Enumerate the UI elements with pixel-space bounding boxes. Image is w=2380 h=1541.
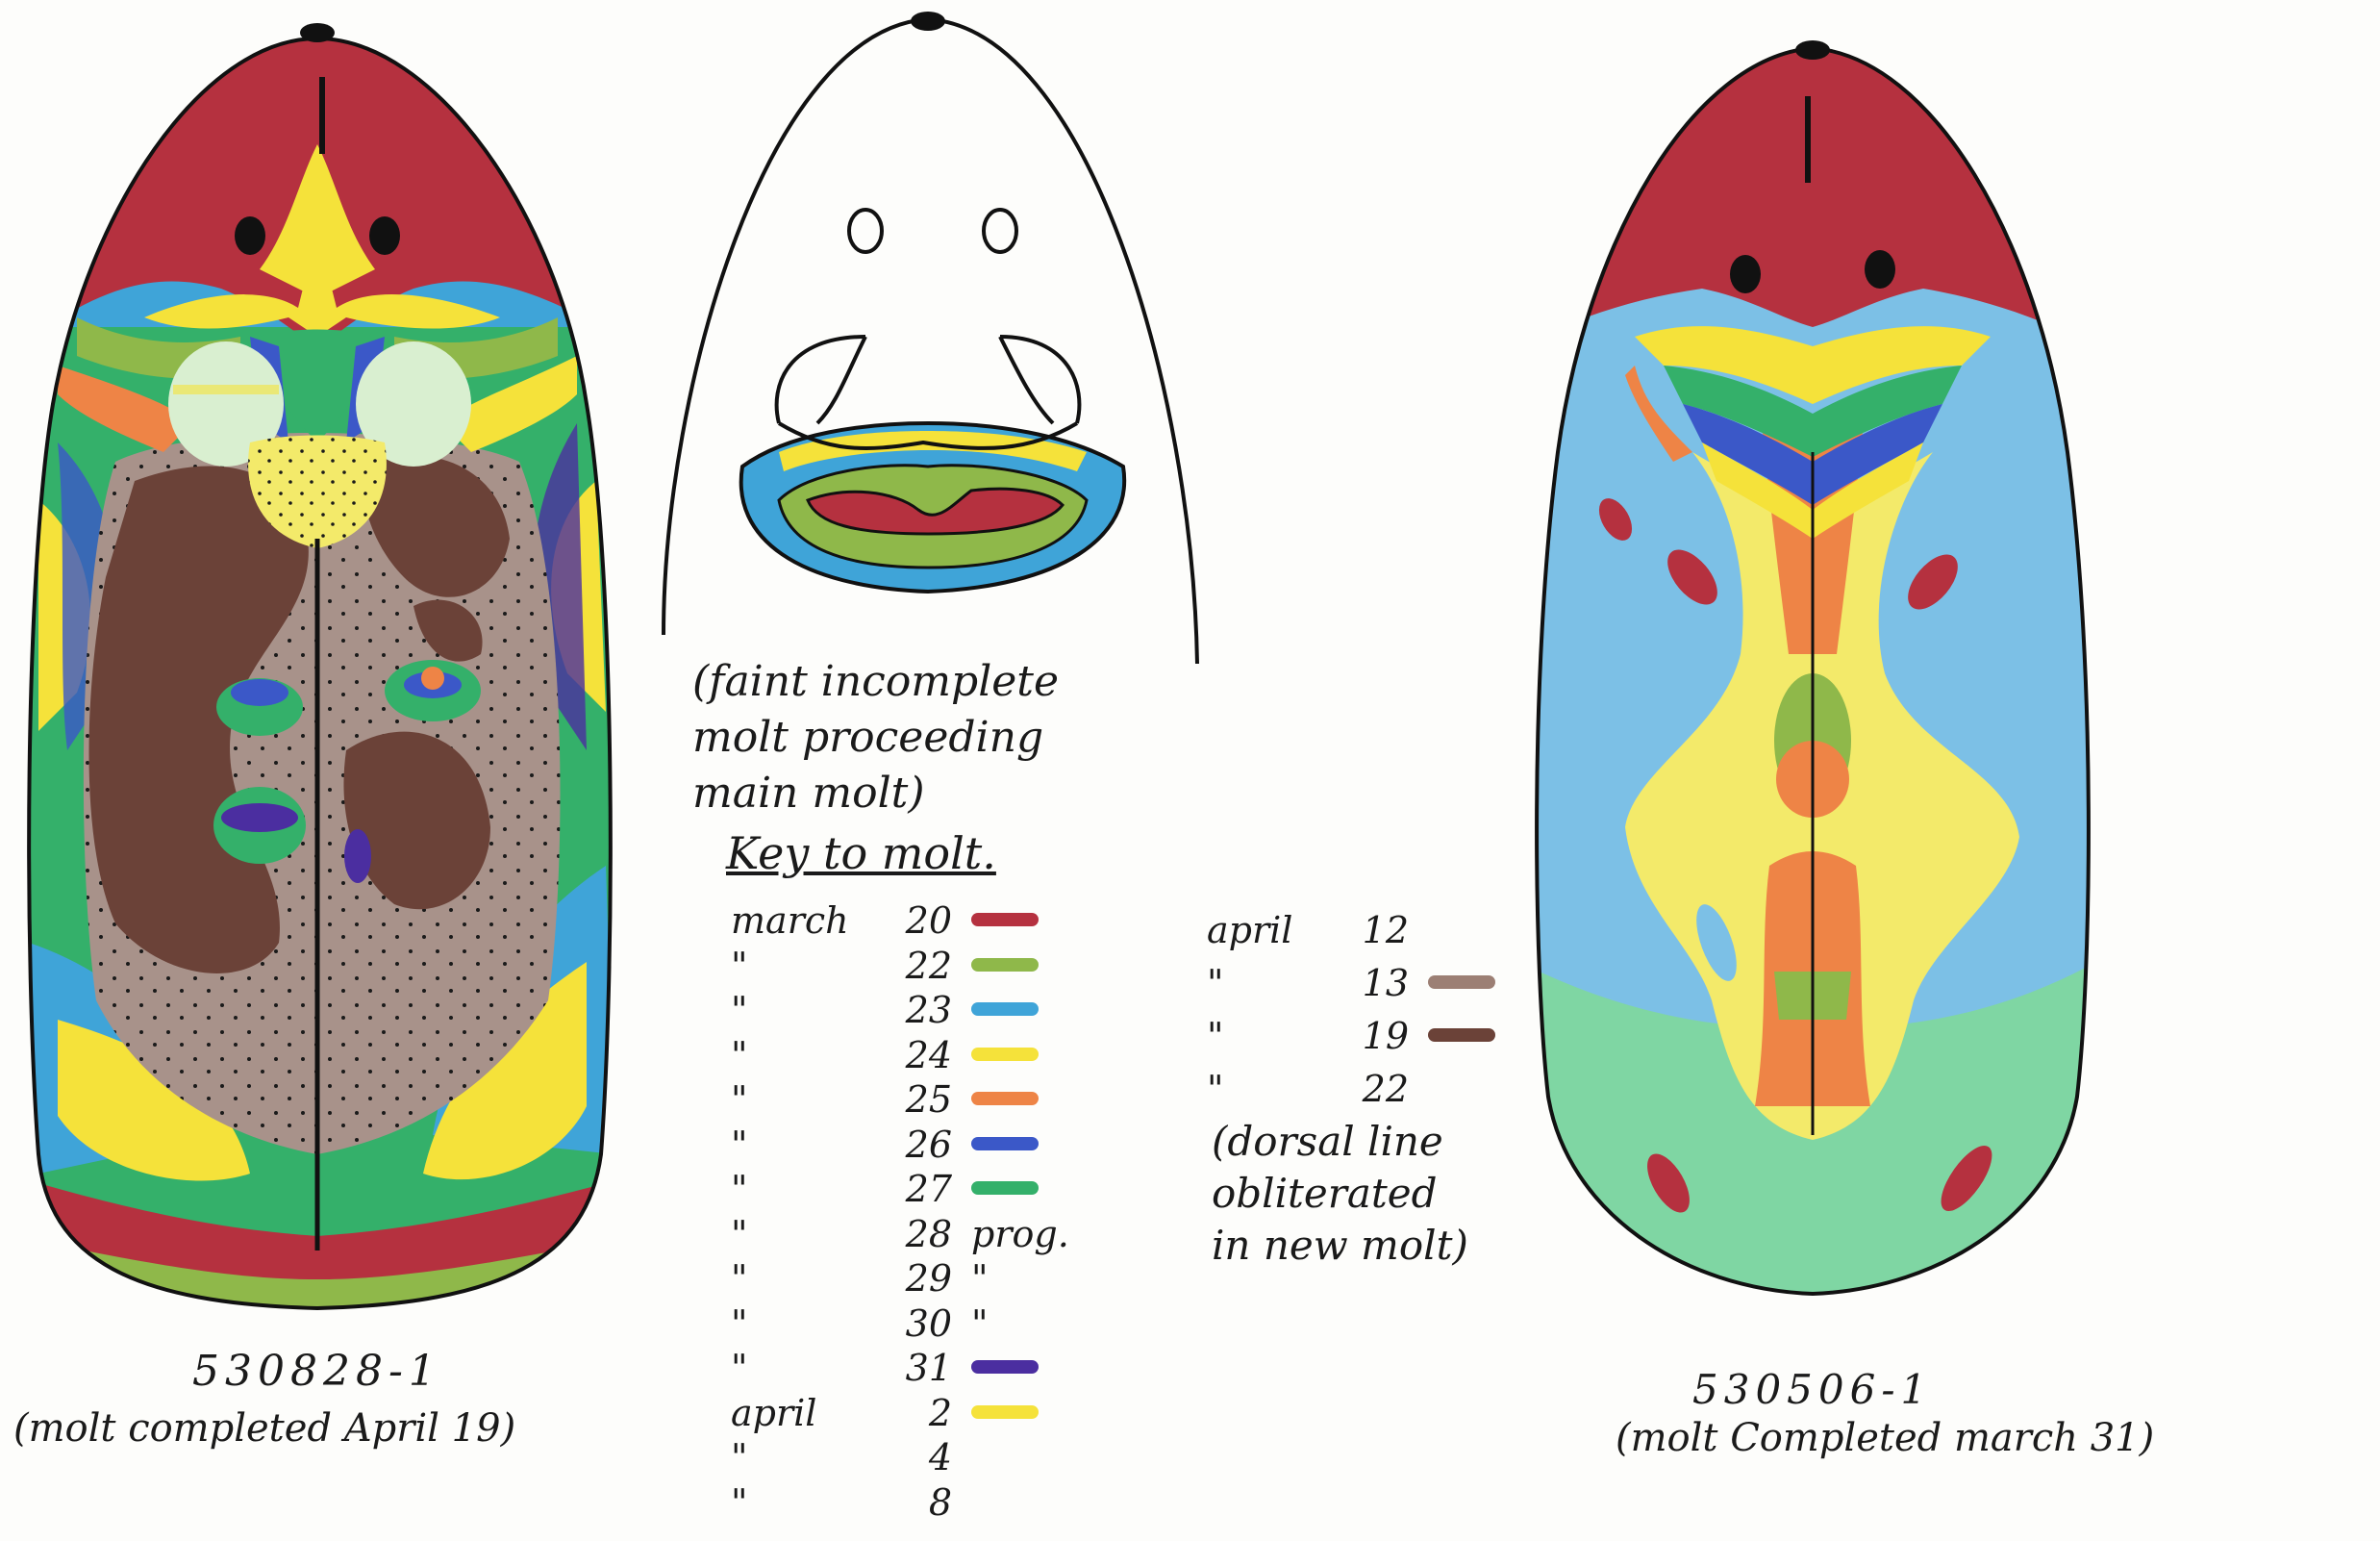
key-entry-month: april	[731, 1392, 885, 1434]
key-entry-month: "	[731, 1481, 885, 1524]
right-specimen-caption: (molt Completed march 31)	[1616, 1416, 2154, 1460]
key-entry-day: 4	[885, 1436, 952, 1478]
key-entry-day: 25	[885, 1078, 952, 1121]
key-entry-note: "	[971, 1302, 988, 1345]
key-entry-month: "	[731, 1213, 885, 1255]
key-entry-month: april	[1207, 909, 1351, 951]
key-entry-note: prog.	[971, 1213, 1069, 1255]
key-entry-day: 19	[1351, 1015, 1409, 1057]
key-entry-day: 30	[885, 1302, 952, 1345]
left-specimen-id: 530828-1	[192, 1347, 441, 1396]
key-entry-day: 22	[1351, 1068, 1409, 1110]
key-entry-month: "	[731, 945, 885, 987]
key-entry-month: "	[731, 1124, 885, 1166]
middle-note-line-3: main molt)	[692, 766, 1059, 821]
key-color-swatch	[971, 1137, 1039, 1150]
key-color-swatch	[971, 1181, 1039, 1195]
key-entry-month: "	[731, 1078, 885, 1121]
key-entry-day: 8	[885, 1481, 952, 1524]
key-color-swatch	[971, 1360, 1039, 1374]
key-entry-month: "	[731, 1168, 885, 1210]
key-entry-month: "	[731, 1436, 885, 1478]
dorsal-note-line-2: obliterated	[1212, 1168, 1468, 1220]
key-entry-day: 23	[885, 989, 952, 1031]
key-entry-day: 22	[885, 945, 952, 987]
key-entry-month: "	[731, 1034, 885, 1076]
key-color-swatch	[1428, 1028, 1495, 1042]
key-entry-month: "	[731, 1257, 885, 1300]
dorsal-note-line-1: (dorsal line	[1212, 1116, 1468, 1168]
key-entry-month: "	[1207, 962, 1351, 1004]
key-entry-month: "	[1207, 1068, 1351, 1110]
key-entry-day: 27	[885, 1168, 952, 1210]
middle-specimen-drawing	[664, 12, 1197, 664]
key-title: Key to molt.	[726, 827, 996, 879]
dorsal-note-line-3: in new molt)	[1212, 1220, 1468, 1272]
key-entry-day: 2	[885, 1392, 952, 1434]
key-color-swatch	[1428, 975, 1495, 989]
key-color-swatch	[971, 1002, 1039, 1016]
middle-note-line-2: molt proceeding	[692, 710, 1059, 766]
key-color-swatch	[971, 958, 1039, 972]
key-entry-day: 13	[1351, 962, 1409, 1004]
key-entry-month: march	[731, 899, 885, 942]
key-color-swatch	[971, 1092, 1039, 1105]
middle-note-line-1: (faint incomplete	[692, 654, 1059, 710]
key-entry-month: "	[731, 1347, 885, 1389]
key-entry-day: 28	[885, 1213, 952, 1255]
key-entry-day: 26	[885, 1124, 952, 1166]
dorsal-line-note: (dorsal line obliterated in new molt)	[1212, 1116, 1468, 1272]
middle-specimen-note: (faint incomplete molt proceeding main m…	[692, 654, 1059, 821]
right-specimen-drawing	[1519, 38, 2096, 1308]
left-specimen-drawing	[19, 19, 635, 1327]
right-specimen-id: 530506-1	[1692, 1366, 1932, 1413]
key-entry-month: "	[1207, 1015, 1351, 1057]
key-entry-day: 29	[885, 1257, 952, 1300]
key-entry-month: "	[731, 989, 885, 1031]
key-entry-day: 12	[1351, 909, 1409, 951]
key-color-swatch	[971, 1405, 1039, 1419]
key-entry-day: 31	[885, 1347, 952, 1389]
key-color-swatch	[971, 913, 1039, 926]
key-entry-day: 24	[885, 1034, 952, 1076]
left-specimen-caption: (molt completed April 19)	[13, 1406, 515, 1451]
key-entry-note: "	[971, 1257, 988, 1300]
key-color-swatch	[971, 1048, 1039, 1061]
key-entry-day: 20	[885, 899, 952, 942]
key-entry-month: "	[731, 1302, 885, 1345]
